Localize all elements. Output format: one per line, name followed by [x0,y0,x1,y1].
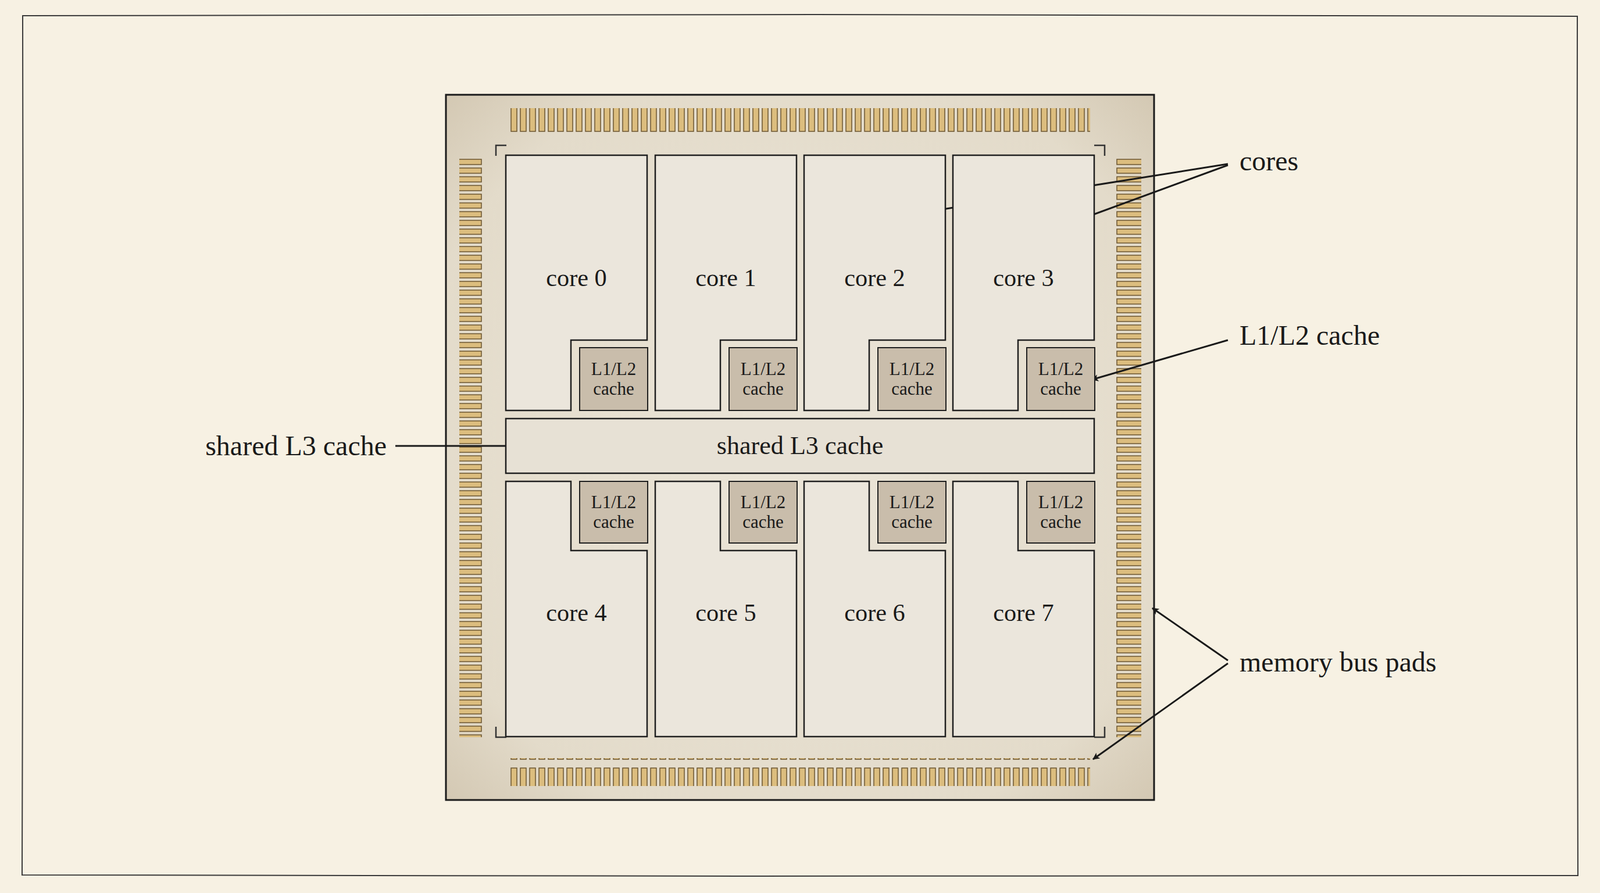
cache-label: L1/L2 cache [882,492,942,532]
core-label: core 0 [505,264,648,292]
cache-block: L1/L2 cache [579,347,648,411]
cache-label: L1/L2 cache [1031,492,1091,532]
outline-path [729,481,798,544]
callout-label: memory bus pads [1239,645,1437,680]
cache-label: L1/L2 cache [584,359,644,399]
core-label: core 1 [655,264,797,292]
core-label: core 2 [804,264,946,292]
cache-block: L1/L2 cache [877,347,946,411]
outline-path [505,418,1095,474]
cache-block: L1/L2 cache [579,481,648,544]
outline-path [655,155,797,411]
outline-path [579,481,648,544]
outline-path [1026,481,1095,544]
chip-die [445,94,1155,800]
outline-path [804,481,946,737]
core-label: core 7 [952,599,1095,627]
cache-block: L1/L2 cache [1026,347,1095,411]
outline-path [804,155,946,411]
outline-path [952,155,1095,411]
cache-label: L1/L2 cache [733,359,793,399]
outline-path [655,481,797,737]
core-label: core 4 [505,599,648,627]
l3-cache-band: shared L3 cache [505,418,1095,474]
l3-label: shared L3 cache [505,431,1095,461]
outline-path [729,347,798,411]
cache-label: L1/L2 cache [733,492,793,532]
outline-path [952,481,1095,737]
cache-block: L1/L2 cache [1026,481,1095,544]
page-frame [22,14,1578,877]
core-label: core 6 [804,599,946,627]
cache-block: L1/L2 cache [729,347,798,411]
cache-block: L1/L2 cache [877,481,946,544]
outline-path [877,347,946,411]
outline-path [505,481,648,737]
outline-path [1026,347,1095,411]
callout-label: L1/L2 cache [1239,318,1380,353]
core-label: core 5 [655,599,797,627]
core-label: core 3 [952,264,1095,292]
outline-path [505,155,648,411]
callout-label: cores [1239,144,1299,178]
cache-label: L1/L2 cache [882,359,942,399]
outline-path [877,481,946,544]
corner-brackets [495,145,1105,738]
memory-bus-pads [459,108,1142,787]
cache-label: L1/L2 cache [1031,359,1091,399]
cache-label: L1/L2 cache [584,492,644,532]
cache-block: L1/L2 cache [729,481,798,544]
callout-label: shared L3 cache [205,429,387,463]
outline-path [579,347,648,411]
